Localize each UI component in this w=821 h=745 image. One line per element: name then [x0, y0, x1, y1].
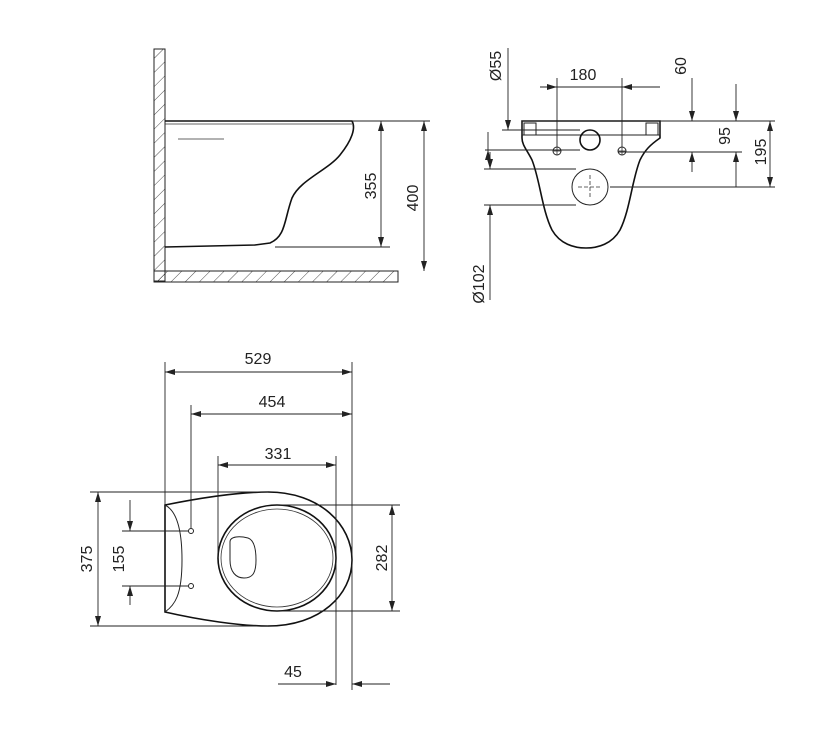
rear-plate-edge: [164, 504, 183, 613]
side-view: 355 400: [153, 48, 430, 283]
dim-195-label: 195: [753, 139, 770, 166]
fixing-hole-bottom: [188, 583, 194, 589]
dim-95-label: 95: [717, 127, 734, 145]
toilet-top-outline: [164, 491, 353, 627]
fixing-hole-top: [188, 528, 194, 534]
dim-375-label: 375: [79, 546, 96, 573]
dim-45-label: 45: [284, 664, 302, 681]
rear-ear-left: [523, 122, 537, 136]
dim-155-label: 155: [111, 546, 128, 573]
wall-section: [153, 48, 166, 282]
dim-60-label: 60: [673, 57, 690, 75]
toilet-rear-outline: [521, 120, 661, 249]
rear-flange: [521, 120, 661, 136]
dim-529-label: 529: [245, 351, 272, 368]
dim-454-label: 454: [259, 394, 286, 411]
toilet-side-profile: [164, 120, 355, 248]
outlet-hole: [571, 168, 609, 206]
dim-282-label: 282: [374, 545, 391, 572]
floor-section: [153, 270, 399, 283]
dim-d55-label: Ø55: [488, 51, 505, 81]
water-inlet-hole: [579, 129, 601, 151]
rear-ear-right: [645, 122, 659, 136]
dim-d102-label: Ø102: [471, 264, 488, 303]
dim-355-label: 355: [363, 173, 380, 200]
seat-inner: [220, 508, 334, 608]
bowl-opening: [229, 536, 257, 579]
dim-400-label: 400: [405, 185, 422, 212]
rear-view: 180 Ø55 Ø102 60 95: [471, 48, 775, 304]
seat-outer: [217, 504, 337, 612]
top-view: 529 454 331 375 155 282: [79, 351, 400, 690]
dim-331-label: 331: [265, 446, 292, 463]
dim-180-label: 180: [570, 67, 597, 84]
